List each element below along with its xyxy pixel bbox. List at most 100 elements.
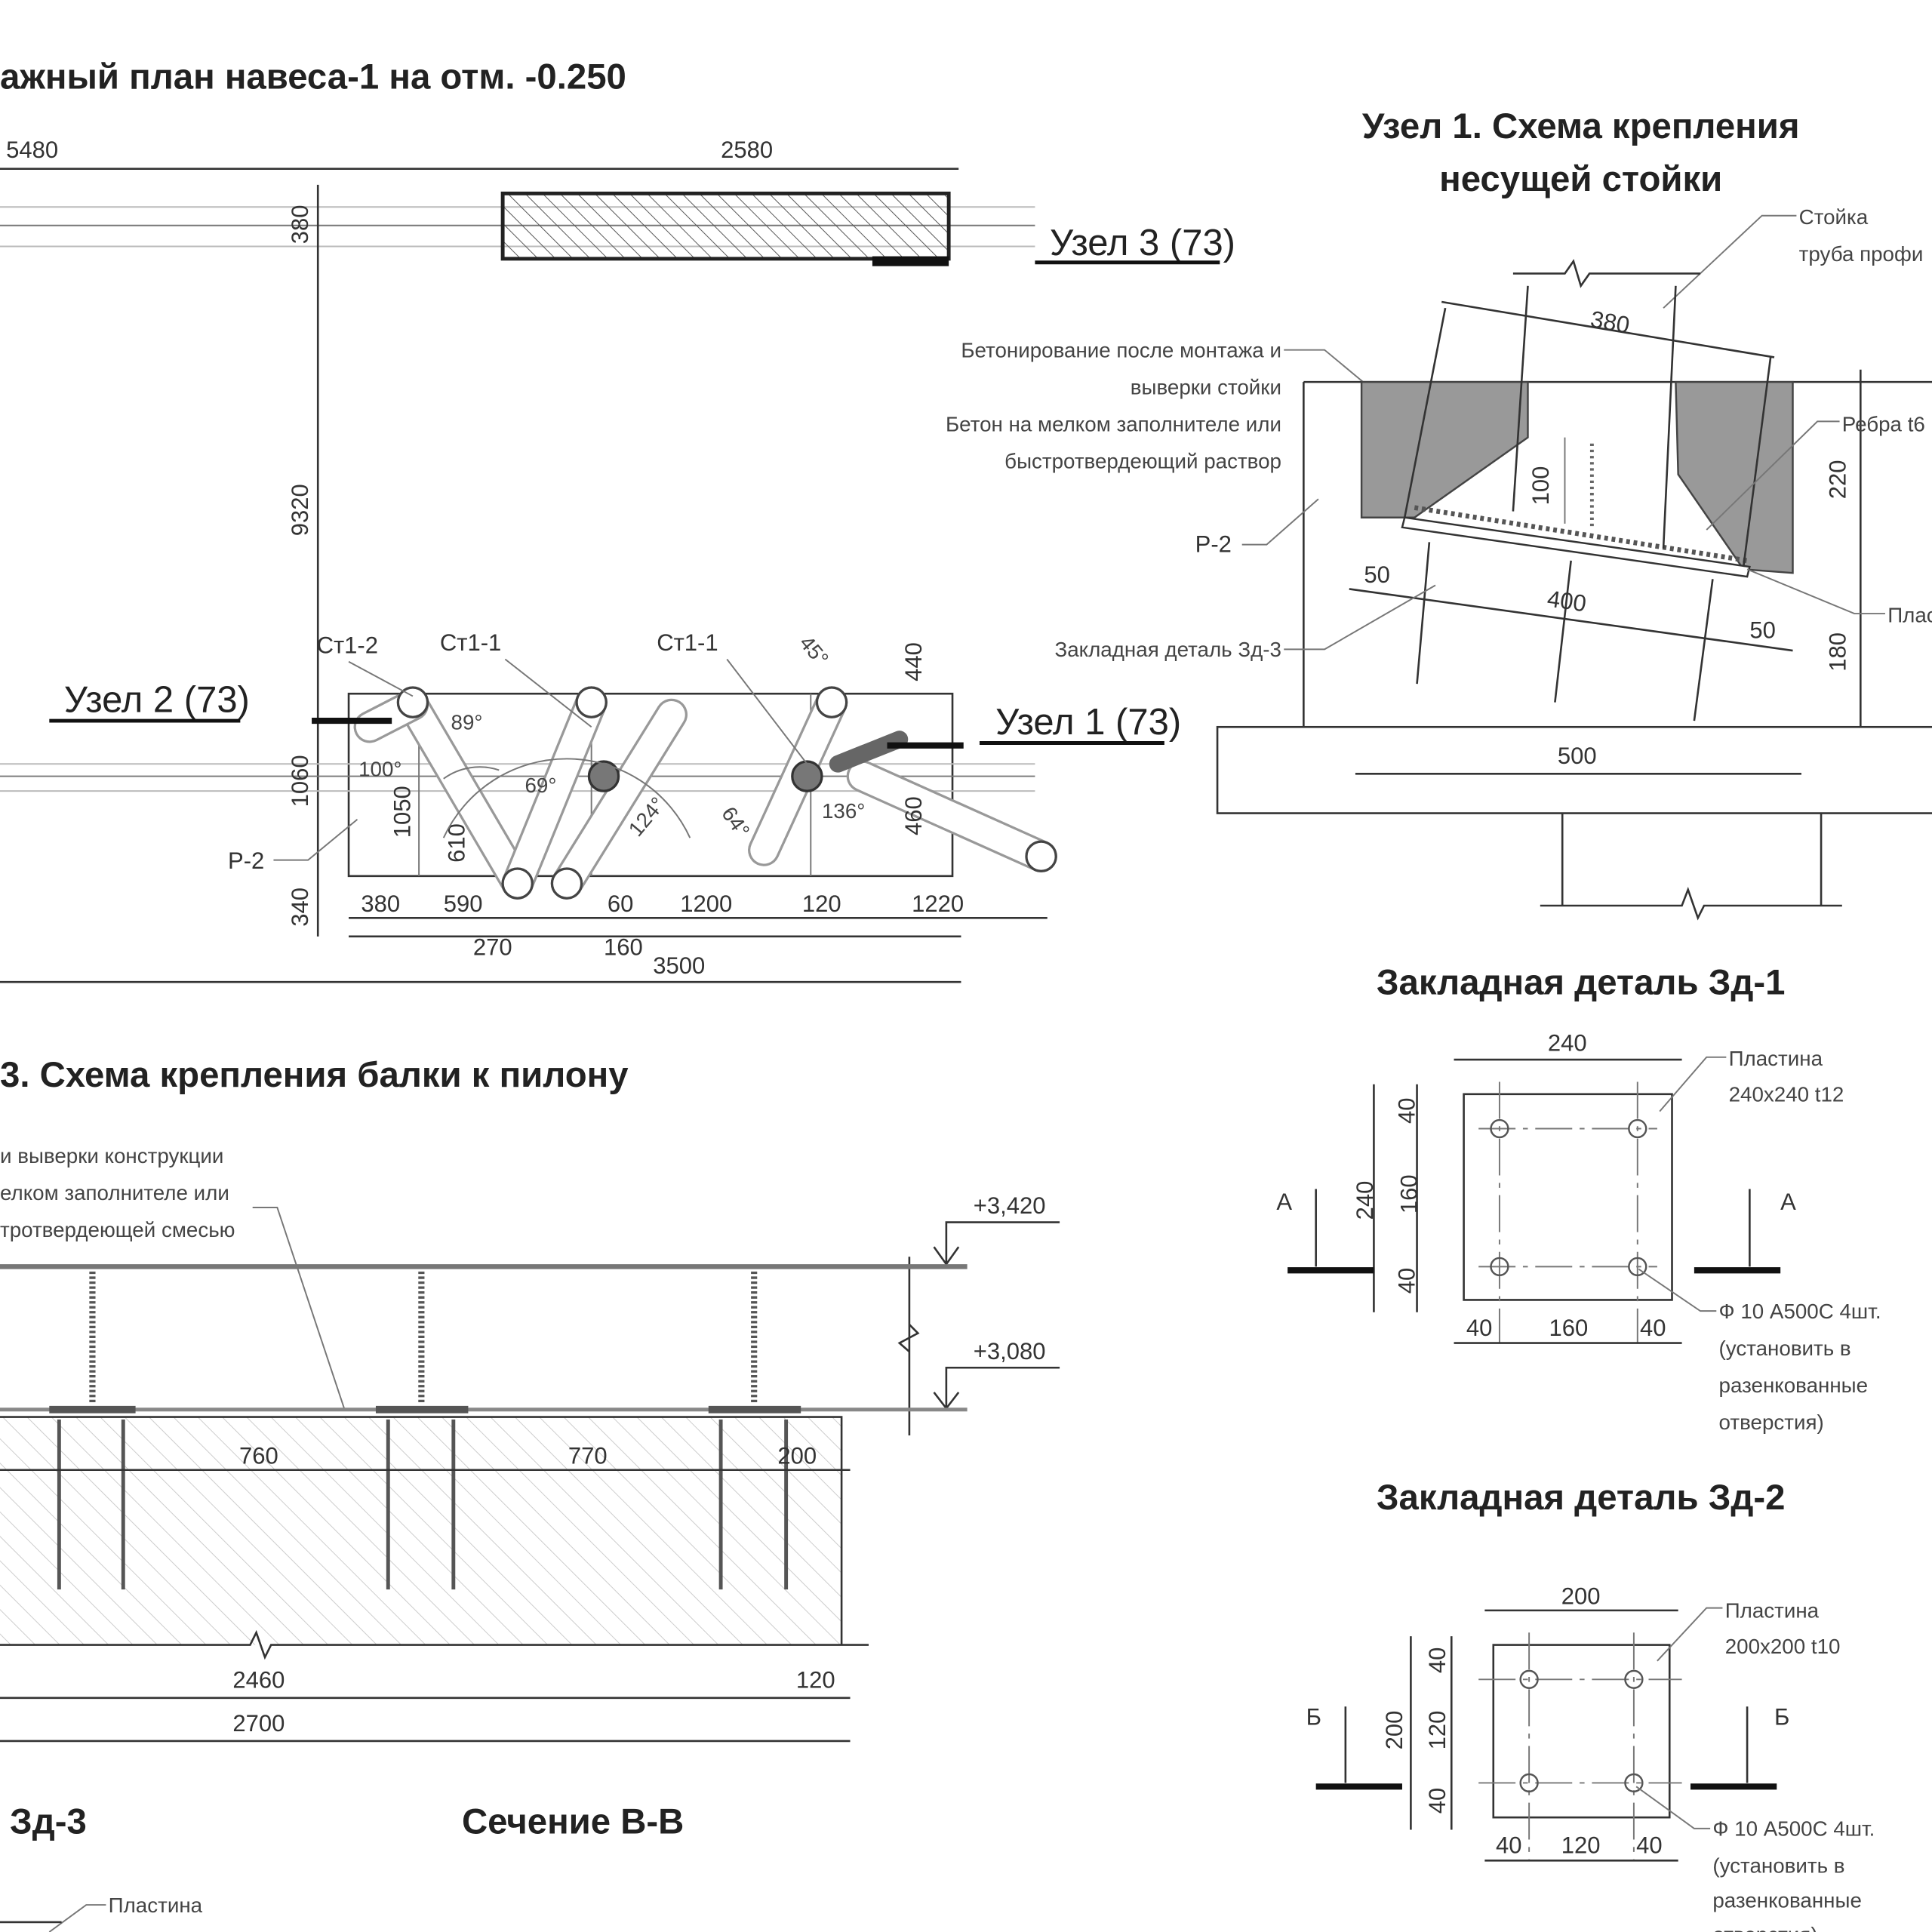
callout-ribs: Ребра t6 [1842, 412, 1925, 435]
zd2-rebar-3: разенкованные [1712, 1888, 1862, 1912]
dim-b-160: 160 [604, 934, 643, 960]
angle-64: 64° [717, 802, 754, 841]
angle-89: 89° [451, 711, 483, 734]
zd2-title: Закладная деталь Зд-2 [1377, 1478, 1786, 1518]
dim-460: 460 [900, 796, 927, 835]
zd2-dim-200-top: 200 [1561, 1583, 1601, 1610]
installation-plan: ажный план навеса-1 на отм. -0.250 5480 … [0, 57, 1235, 983]
node3-dim-120: 120 [796, 1667, 835, 1694]
node1-dim-50b: 50 [1749, 617, 1775, 644]
section-vv-title: Сечение В-В [462, 1801, 684, 1841]
dim-b-120: 120 [802, 891, 841, 917]
zd2-plate-label: Пластина [1725, 1599, 1820, 1623]
callout-post-1: Стойка [1799, 205, 1869, 229]
node3-callout-1: и выверки конструкции [0, 1144, 223, 1168]
zd1-section-a-left: А [1276, 1189, 1292, 1215]
zd2-dim-40d: 40 [1636, 1832, 1663, 1859]
node1-ref[interactable]: Узел 1 (73) [995, 702, 1181, 743]
plan-title: ажный план навеса-1 на отм. -0.250 [0, 57, 626, 97]
zd2-dim-120-h: 120 [1561, 1832, 1601, 1859]
column-label-st1-2: Ст1-2 [317, 632, 378, 658]
dim-1050: 1050 [389, 786, 416, 838]
zd2-dim-40c: 40 [1496, 1832, 1522, 1859]
node3-callout-3: тротвердеющей смесью [0, 1218, 235, 1241]
zd1-section-a-right: А [1780, 1189, 1796, 1215]
dim-2580: 2580 [721, 137, 773, 163]
zd1-plate-label: Пластина [1729, 1047, 1823, 1070]
zd2-dim-200-v: 200 [1381, 1711, 1407, 1750]
bottom-details: Зд-3 Сечение В-В Пластина [0, 1801, 684, 1932]
node3-marker [872, 256, 949, 266]
node2-ref[interactable]: Узел 2 (73) [64, 680, 250, 721]
dim-b-380: 380 [361, 891, 400, 917]
callout-concrete-3: Бетон на мелком заполнителе или [946, 412, 1281, 435]
dim-b-3500: 3500 [653, 952, 705, 979]
beam-hatched [500, 191, 951, 261]
zd2-detail: Закладная деталь Зд-2 200 200 40 120 40 … [1306, 1478, 1875, 1932]
zd1-plate [1463, 1093, 1673, 1301]
zd2-rebar-4: отверстия) [1712, 1923, 1817, 1932]
dim-b-60: 60 [608, 891, 634, 917]
grout-right [1675, 380, 1794, 574]
zd1-dim-240-top: 240 [1548, 1030, 1587, 1057]
node1-title-line1: Узел 1. Схема крепления [1362, 106, 1800, 146]
node3-ref[interactable]: Узел 3 (73) [1050, 223, 1235, 263]
node3-detail: 3. Схема крепления балки к пилону и выве… [0, 1055, 1060, 1743]
node1-dim-380: 380 [1589, 306, 1632, 338]
zd2-plate-size: 200х200 t10 [1725, 1635, 1841, 1658]
elevation-3080: +3,080 [974, 1338, 1046, 1364]
dim-9320: 9320 [287, 484, 313, 536]
zd2-section-b-right: Б [1774, 1704, 1789, 1730]
callout-concrete-2: выверки стойки [1131, 375, 1281, 398]
zd3-title: Зд-3 [10, 1801, 87, 1841]
zd2-hole [1519, 1669, 1539, 1689]
embedded-zd3-label: Закладная деталь Зд-3 [1054, 638, 1281, 661]
callout-concrete-4: быстротвердеющий раствор [1004, 449, 1281, 472]
zd2-dim-40b: 40 [1424, 1788, 1451, 1814]
base-plate [1401, 516, 1751, 578]
callout-concrete-1: Бетонирование после монтажа и [961, 338, 1281, 361]
dim-b-590: 590 [444, 891, 483, 917]
node1-dim-500: 500 [1558, 743, 1597, 769]
foundation-plan-rect [347, 692, 954, 878]
callout-post-2: труба профи [1799, 242, 1924, 266]
zd1-rebar-2: (установить в [1719, 1337, 1851, 1360]
grout-left [1360, 380, 1529, 518]
zd2-section-b-left: Б [1306, 1704, 1321, 1730]
zd2-plate [1492, 1644, 1671, 1819]
node1-dim-50a: 50 [1364, 561, 1390, 588]
dim-b-1200: 1200 [680, 891, 732, 917]
zd1-detail: Закладная деталь Зд-1 240 240 40 160 40 … [1276, 963, 1881, 1434]
angle-45: 45° [795, 631, 833, 670]
zd1-rebar-1: Ф 10 А500С 4шт. [1719, 1300, 1881, 1323]
zd1-dim-40a: 40 [1393, 1097, 1420, 1124]
node1-dim-220: 220 [1825, 460, 1851, 499]
callout-plate: Плас [1887, 603, 1932, 626]
zd2-dim-40a: 40 [1424, 1647, 1451, 1674]
column-label-st1-1b: Ст1-1 [657, 629, 718, 656]
dim-b-1220: 1220 [912, 891, 964, 917]
concrete-pylon [0, 1417, 842, 1645]
node3-dim-2700: 2700 [232, 1710, 285, 1737]
zd1-dim-160-h: 160 [1549, 1315, 1588, 1341]
p2-label: Р-2 [228, 848, 264, 874]
node1-detail: Узел 1. Схема крепления несущей стойки С… [946, 106, 1932, 921]
zd1-dim-40b: 40 [1393, 1268, 1420, 1294]
angle-69: 69° [525, 774, 557, 797]
dim-1060: 1060 [287, 755, 313, 807]
zd3-plate-label: Пластина [109, 1894, 203, 1917]
zd1-rebar-4: отверстия) [1719, 1411, 1824, 1434]
column-circle [396, 686, 429, 718]
dim-380-v: 380 [287, 205, 313, 245]
zd1-plate-size: 240х240 t12 [1729, 1083, 1844, 1106]
node3-dim-760: 760 [239, 1443, 278, 1469]
dim-340: 340 [287, 888, 313, 927]
node1-p2-label: Р-2 [1195, 531, 1232, 557]
zd1-dim-160-v: 160 [1396, 1174, 1423, 1214]
zd1-dim-240-v: 240 [1352, 1181, 1378, 1220]
dim-5480: 5480 [6, 137, 58, 163]
node1-dim-180: 180 [1825, 632, 1851, 672]
dim-440: 440 [900, 642, 927, 681]
zd2-rebar-1: Ф 10 А500С 4шт. [1712, 1817, 1875, 1841]
